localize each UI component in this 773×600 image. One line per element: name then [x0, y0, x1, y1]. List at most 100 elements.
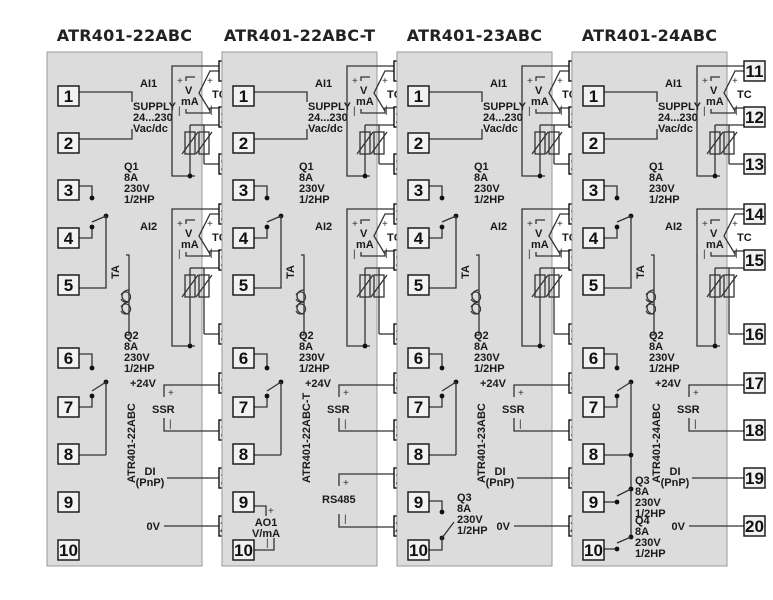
wire — [79, 353, 93, 368]
wire — [79, 91, 133, 102]
rtd-sensor-icon — [706, 131, 724, 155]
terminal-box — [232, 396, 255, 418]
terminal-8: 8 — [57, 443, 80, 465]
minus-sign: | — [210, 248, 213, 259]
wire — [429, 500, 443, 512]
wire — [696, 65, 744, 177]
terminal-number: 4 — [64, 229, 74, 248]
terminal-number: 18 — [745, 421, 764, 440]
terminal-1: 1 — [232, 85, 255, 107]
wire — [548, 70, 569, 112]
q1-label: Q1 — [474, 161, 489, 173]
terminal-number: 7 — [589, 398, 598, 417]
terminal-16: 16 — [743, 323, 766, 345]
wire — [429, 91, 483, 102]
analog-input-label: AI1 — [140, 78, 157, 90]
ai2-input: AI2+VmA|+TC| — [665, 208, 752, 349]
terminal-13: 13 — [743, 153, 766, 175]
resistor-slash — [370, 131, 388, 155]
resistor-slash — [356, 131, 374, 155]
junction-dot — [712, 343, 718, 349]
minus-sign: | — [385, 248, 388, 259]
di-label: DI — [670, 466, 681, 478]
wire — [79, 185, 93, 198]
wire — [360, 250, 394, 257]
terminal-box — [407, 227, 430, 249]
resistor-body — [723, 131, 735, 155]
terminal-number: 10 — [59, 541, 78, 560]
wire — [126, 254, 130, 336]
terminal-number: 9 — [414, 493, 423, 512]
wire — [553, 267, 569, 334]
resistor-body — [184, 131, 196, 155]
terminal-box — [57, 347, 80, 369]
panel-title-2: ATR401-22ABC-T — [223, 26, 376, 45]
terminal-5: 5 — [407, 274, 430, 296]
supply-label: SUPPLY — [483, 101, 527, 113]
q1-label: 230V — [474, 183, 500, 195]
plus-sign: + — [352, 76, 358, 87]
junction-dot — [537, 173, 543, 179]
q3-label: 8A — [635, 486, 649, 498]
terminal-number: 9 — [589, 493, 598, 512]
resistor-slash — [181, 131, 199, 155]
resistor-body — [534, 274, 546, 298]
resistor-slash — [545, 131, 563, 155]
terminal-box — [743, 60, 766, 82]
terminal-number: 3 — [589, 181, 598, 200]
terminal-6: 6 — [232, 347, 255, 369]
terminal-number: 6 — [239, 349, 248, 368]
relay-contact — [441, 215, 457, 223]
plus-sign: + — [352, 219, 358, 230]
minus-sign: | — [528, 249, 531, 260]
terminal-2: 2 — [582, 132, 605, 154]
q2-label: Q2 — [124, 330, 139, 342]
q2-label: 230V — [299, 352, 325, 364]
plus-sign: + — [207, 219, 213, 230]
relay-contact — [266, 215, 282, 223]
q3-label: 1/2HP — [635, 508, 666, 520]
v-label: V — [535, 228, 543, 240]
terminal-number: 8 — [414, 445, 423, 464]
supply-label: Vac/dc — [133, 123, 168, 135]
terminal-9: 9 — [57, 491, 80, 513]
junction-dot — [614, 546, 620, 552]
terminal-number: 10 — [584, 541, 603, 560]
resistor-slash — [195, 131, 213, 155]
rtd-sensor-icon — [720, 274, 738, 298]
terminal-5: 5 — [582, 274, 605, 296]
minus-sign: | — [266, 538, 269, 549]
terminal-box — [743, 106, 766, 128]
terminal-number: 5 — [589, 276, 598, 295]
plus-sign: + — [207, 76, 213, 87]
terminal-number: 2 — [589, 134, 598, 153]
terminal-number: 15 — [745, 251, 764, 270]
wire — [429, 129, 483, 140]
ma-label: mA — [531, 239, 549, 251]
wire — [171, 208, 219, 347]
terminal-box — [57, 227, 80, 249]
wire — [79, 396, 93, 408]
terminal-box — [743, 153, 766, 175]
rtd-sensor-icon — [370, 131, 388, 155]
wire — [476, 254, 480, 336]
resistor-body — [548, 274, 560, 298]
panel-background — [396, 51, 553, 567]
q3-label: Q3 — [457, 492, 472, 504]
ta-coil-icon — [645, 291, 657, 315]
resistor-slash — [531, 274, 549, 298]
terminal-box — [232, 539, 255, 561]
terminal-number: 14 — [745, 205, 764, 224]
minus-sign: | — [344, 419, 347, 430]
resistor-slash — [195, 274, 213, 298]
ta-label: TA — [635, 265, 647, 279]
terminal-box — [582, 491, 605, 513]
terminal-4: 4 — [407, 227, 430, 249]
plus-sign: + — [732, 76, 738, 87]
terminal-7: 7 — [582, 396, 605, 418]
rtd-sensor-icon — [720, 131, 738, 155]
zero-v-label: 0V — [147, 521, 161, 533]
wire — [254, 353, 268, 368]
junction-dot — [264, 195, 270, 201]
plus24v-label: +24V — [655, 378, 682, 390]
